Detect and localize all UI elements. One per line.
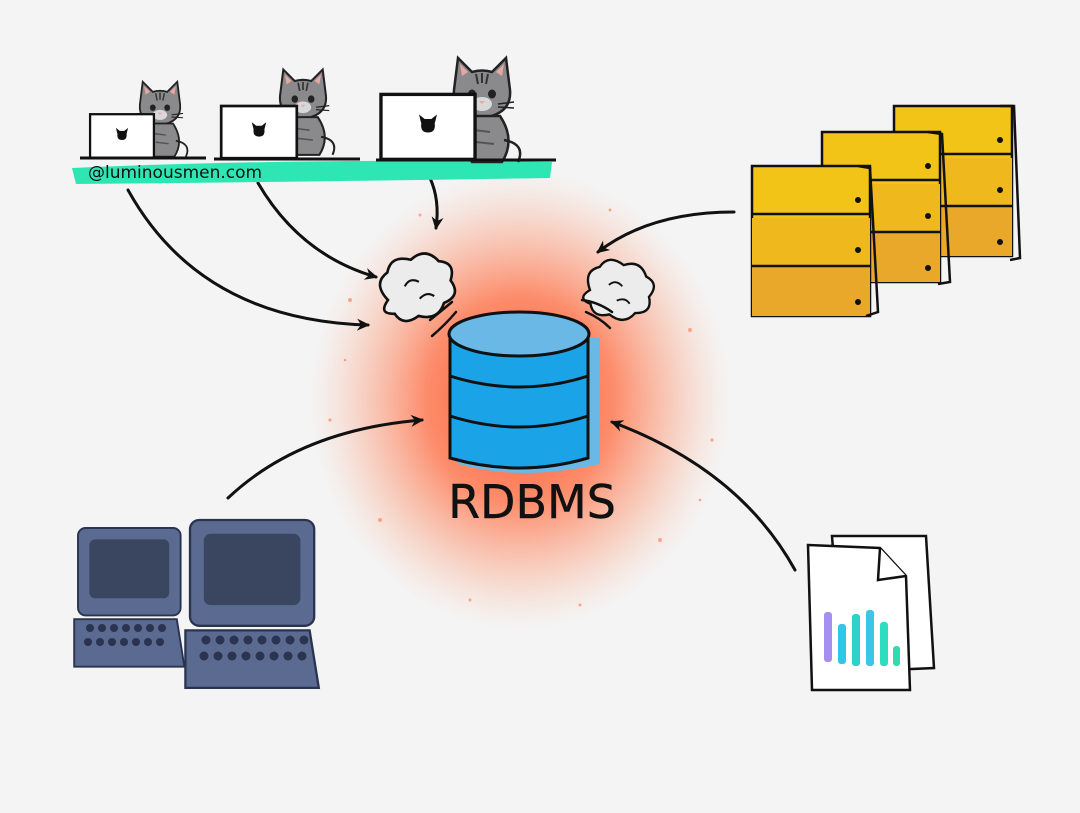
desktop-computer-icon [73, 518, 320, 690]
arrows [126, 176, 797, 572]
shelf [72, 160, 552, 184]
laptop-icon [88, 113, 156, 160]
watermark: @luminousmen.com [88, 163, 262, 183]
arrow-cat1-to-db [126, 188, 370, 331]
arrow-cat2-to-db [256, 181, 378, 280]
arrow-report-to-db [610, 420, 797, 572]
arrow-cat3-to-db [428, 176, 444, 230]
folder-stack-icon [750, 104, 1022, 318]
laptop-icon [379, 92, 477, 162]
steam-lines [428, 298, 614, 338]
rdbms-label: RDBMS [448, 475, 616, 529]
arrow-folders-to-db [596, 210, 736, 254]
spray-speckles [328, 208, 714, 607]
database-cylinder-icon [447, 310, 600, 473]
laptop-icon [219, 104, 299, 160]
bar-chart-document-icon [806, 534, 936, 692]
cats-at-laptops [72, 56, 556, 184]
arrow-computers-to-db [226, 414, 424, 500]
